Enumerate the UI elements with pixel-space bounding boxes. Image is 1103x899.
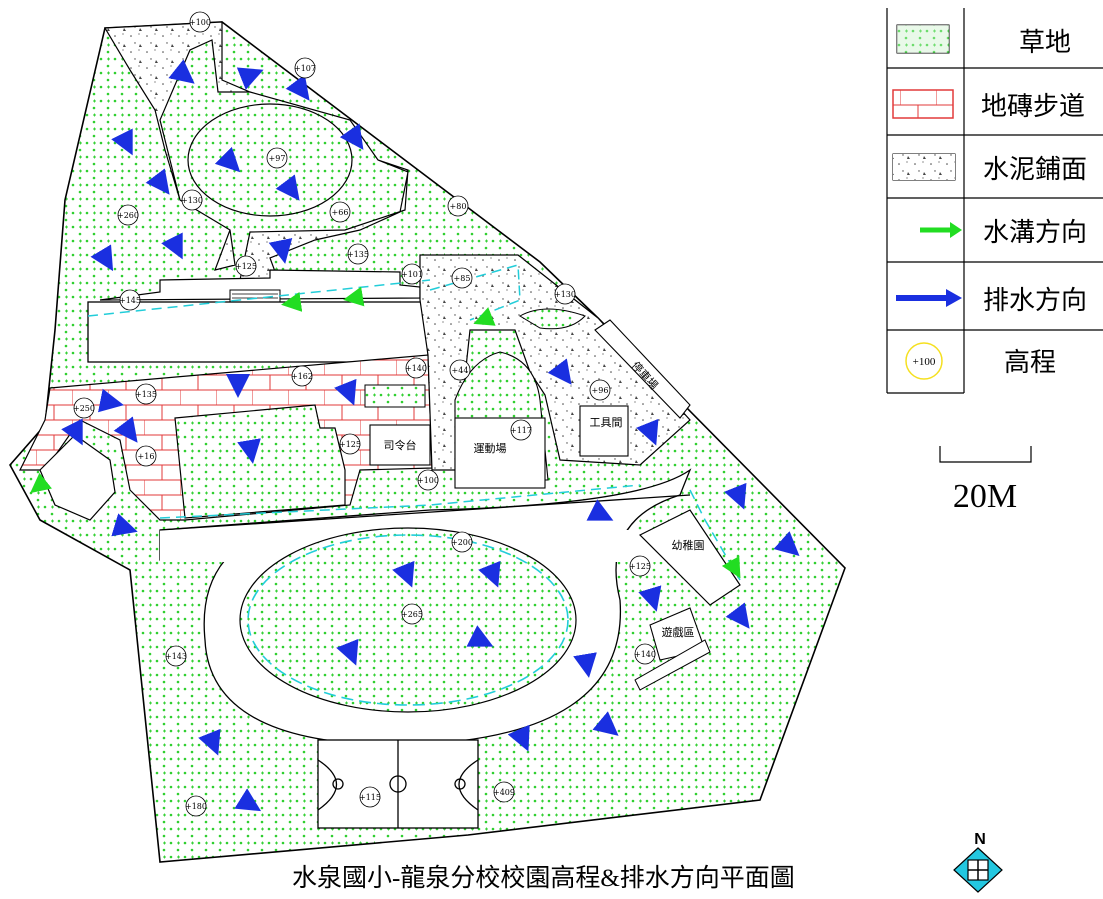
elevation-marker: +409 <box>493 781 515 803</box>
north-label: N <box>974 831 986 848</box>
svg-text:+409: +409 <box>493 788 515 797</box>
stage-building <box>369 424 431 466</box>
legend-grass-label: 草地 <box>1019 28 1071 57</box>
svg-text:+140: +140 <box>405 364 427 373</box>
svg-text:+180: +180 <box>185 802 207 811</box>
elevation-marker: +115 <box>359 786 381 808</box>
svg-text:+100: +100 <box>417 476 439 485</box>
elevation-marker: +200 <box>451 531 473 553</box>
legend: 草地 地磚步道 水泥鋪面 水溝方向 排水方向 +100 高程 <box>886 8 1103 394</box>
elevation-marker: +265 <box>401 603 423 625</box>
elevation-marker: +97 <box>266 147 288 169</box>
svg-text:+135: +135 <box>347 250 369 259</box>
legend-drain-label: 排水方向 <box>983 286 1087 315</box>
svg-text:+97: +97 <box>269 154 286 163</box>
svg-text:+125: +125 <box>339 440 361 449</box>
elevation-marker: +130 <box>554 283 576 305</box>
elevation-marker: +135 <box>347 243 369 265</box>
svg-text:+100: +100 <box>189 18 211 27</box>
svg-text:+140: +140 <box>634 650 656 659</box>
elevation-marker: +260 <box>117 204 139 226</box>
svg-text:+200: +200 <box>451 538 473 547</box>
elevation-marker: +101 <box>401 263 423 285</box>
elevation-marker: +143 <box>165 645 187 667</box>
elevation-marker: +107 <box>294 57 316 79</box>
elevation-marker: +140 <box>405 357 427 379</box>
elevation-marker: +250 <box>73 397 95 419</box>
legend-grass: 草地 <box>896 24 1071 57</box>
elevation-markers: +100 +107 +97 +130 +260 +66 +80 +135 +12… <box>73 11 656 817</box>
legend-elevation: +100 高程 <box>905 342 1056 380</box>
elevation-marker: +96 <box>589 379 611 401</box>
svg-text:+16: +16 <box>138 452 155 461</box>
svg-text:+44: +44 <box>452 366 469 375</box>
svg-text:+265: +265 <box>401 610 423 619</box>
running-track <box>159 468 692 746</box>
elevation-marker: +16 <box>135 445 157 467</box>
svg-text:+143: +143 <box>165 652 187 661</box>
svg-text:+130: +130 <box>181 196 203 205</box>
svg-text:+80: +80 <box>450 202 467 211</box>
stage-label: 司令台 <box>384 438 417 452</box>
elevation-marker: +162 <box>291 365 313 387</box>
tools-building <box>579 405 629 457</box>
gym-label: 運動場 <box>474 441 507 455</box>
elevation-marker: +180 <box>185 795 207 817</box>
legend-brick-label: 地磚步道 <box>981 92 1085 121</box>
svg-text:+250: +250 <box>73 404 95 413</box>
drainage-arrows <box>61 59 800 812</box>
elevation-marker: +145 <box>119 289 141 311</box>
elevation-marker: +135 <box>135 383 157 405</box>
elevation-marker: +125 <box>235 255 257 277</box>
tools-label: 工具間 <box>590 416 623 429</box>
ditch-arrows <box>30 286 741 579</box>
parking-lot <box>594 319 691 419</box>
kindergarten-area <box>634 509 741 691</box>
svg-text:+125: +125 <box>629 562 651 571</box>
svg-text:+66: +66 <box>332 208 349 217</box>
svg-text:+125: +125 <box>235 262 257 271</box>
svg-text:+107: +107 <box>294 64 316 73</box>
kindergarten-label: 幼稚園 <box>672 539 705 552</box>
scale-label: 20M <box>953 478 1017 515</box>
svg-text:+115: +115 <box>359 793 381 802</box>
svg-text:+130: +130 <box>554 290 576 299</box>
map-title: 水泉國小-龍泉分校校園高程&排水方向平面圖 <box>292 864 795 892</box>
basketball-court <box>317 739 479 829</box>
elevation-marker: +85 <box>451 267 473 289</box>
legend-brick: 地磚步道 <box>892 89 1085 121</box>
svg-text:+85: +85 <box>454 274 471 283</box>
elevation-marker: +117 <box>510 419 532 441</box>
elevation-marker: +140 <box>634 643 656 665</box>
elevation-marker: +100 <box>417 469 439 491</box>
elevation-marker: +125 <box>629 555 651 577</box>
legend-elevation-symbol: +100 <box>913 356 936 368</box>
legend-drain: 排水方向 <box>896 286 1087 315</box>
kindergarten-building <box>638 509 741 606</box>
elevation-marker: +80 <box>447 195 469 217</box>
legend-concrete-label: 水泥鋪面 <box>983 155 1087 184</box>
legend-elevation-label: 高程 <box>1004 348 1056 377</box>
svg-text:+135: +135 <box>135 390 157 399</box>
svg-text:+117: +117 <box>510 426 532 435</box>
elevation-marker: +100 <box>189 11 211 33</box>
svg-text:+260: +260 <box>117 211 139 220</box>
svg-text:+145: +145 <box>119 296 141 305</box>
elevation-marker: +130 <box>181 189 203 211</box>
elevation-marker: +125 <box>339 433 361 455</box>
legend-concrete: 水泥鋪面 <box>892 153 1087 184</box>
elevation-marker: +44 <box>449 359 471 381</box>
legend-ditch-label: 水溝方向 <box>983 218 1087 247</box>
play-label: 遊戲區 <box>662 625 695 639</box>
svg-text:+162: +162 <box>291 372 313 381</box>
svg-text:+101: +101 <box>401 270 423 279</box>
main-building <box>87 269 429 363</box>
svg-text:+96: +96 <box>592 386 609 395</box>
legend-ditch: 水溝方向 <box>920 218 1087 247</box>
elevation-marker: +66 <box>329 201 351 223</box>
north-arrow: N <box>953 831 1003 893</box>
scale-bar: 20M <box>939 446 1032 515</box>
